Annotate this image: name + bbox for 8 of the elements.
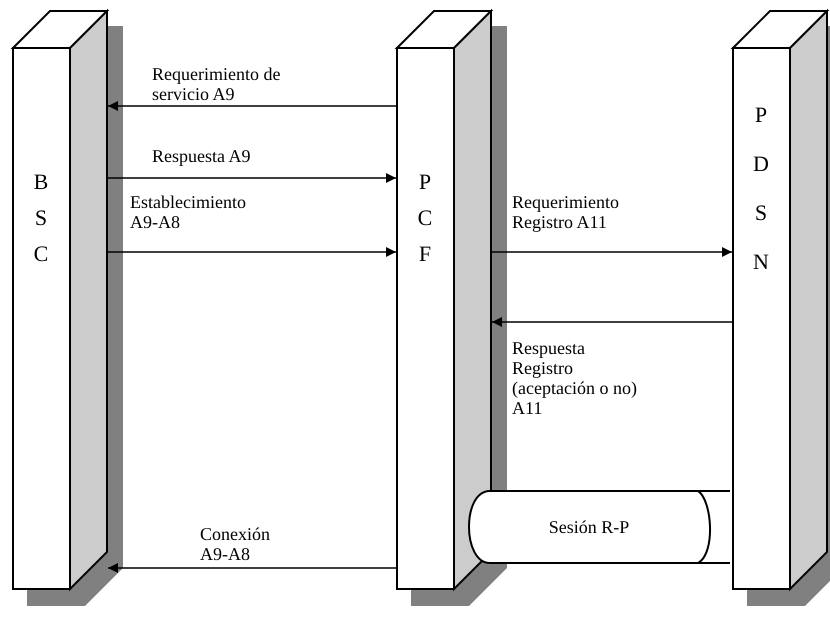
session-label: Sesión R-P: [548, 517, 630, 537]
message-arrow: [108, 101, 396, 111]
message-arrow: [492, 247, 732, 257]
message-arrow: [108, 563, 396, 573]
message-arrow: [108, 173, 396, 183]
message-arrow: [108, 247, 396, 257]
message-arrow: [492, 317, 732, 327]
session-cylinder: [468, 490, 730, 564]
